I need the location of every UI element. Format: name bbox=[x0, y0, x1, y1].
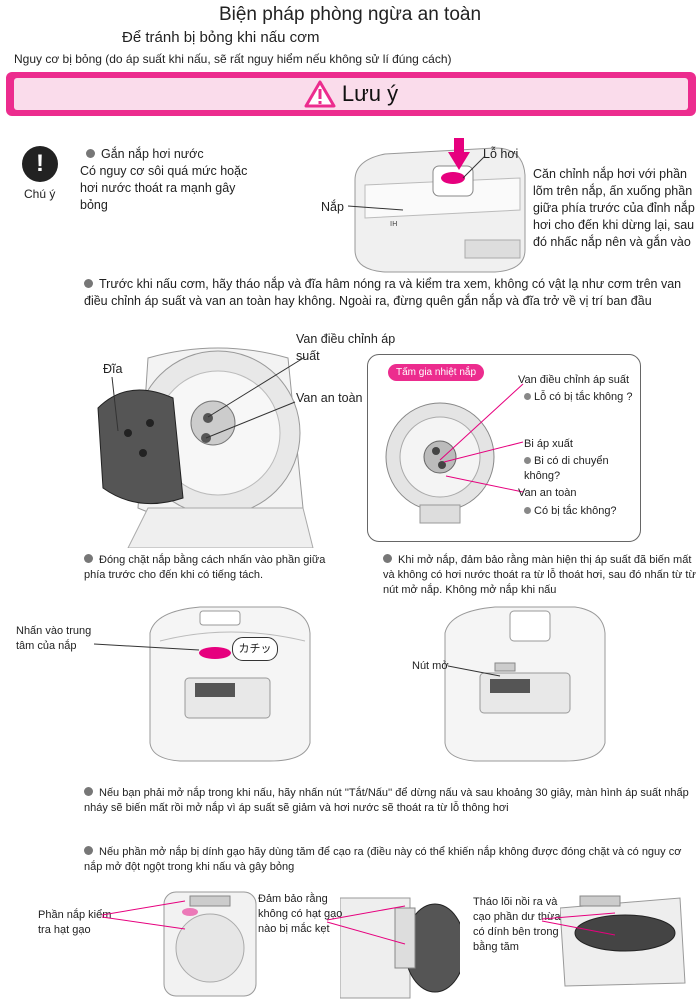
panel-item1-title: Van điều chỉnh áp suất bbox=[518, 374, 630, 386]
banner-label: Lưu ý bbox=[341, 81, 399, 106]
section3-right-text: Khi mở nắp, đảm bảo rằng màn hiện thị áp… bbox=[383, 554, 696, 596]
bullet-icon bbox=[84, 554, 93, 563]
panel-item2-title: Bi áp xuất bbox=[524, 438, 573, 450]
page-subtitle: Để tránh bị bỏng khi nấu cơm bbox=[122, 29, 320, 46]
bullet-icon bbox=[383, 554, 392, 563]
panel-tag: Tấm gia nhiệt nắp bbox=[388, 364, 485, 381]
section1-heading: Gắn nắp hơi nước bbox=[86, 146, 236, 163]
panel-item1-question: Lỗ có bị tắc không ? bbox=[524, 390, 632, 405]
caution-banner: Lưu ý bbox=[6, 72, 696, 116]
lid-heater-panel: Tấm gia nhiệt nắp Van điều chỉnh áp suất… bbox=[367, 354, 641, 542]
section5-body: Nếu phần mở nắp bị dính gạo hãy dùng tăm… bbox=[84, 846, 682, 873]
inner-pot-illustration bbox=[560, 895, 686, 987]
label-lid: Nắp bbox=[321, 200, 344, 214]
cooker-close-illustration bbox=[149, 606, 311, 762]
pressure-valve-pointer-line bbox=[207, 356, 306, 418]
panel-item3-title: Van an toàn bbox=[518, 487, 577, 499]
ensure-pointer-lines bbox=[326, 905, 406, 945]
label-safety-valve: Van an toàn bbox=[296, 391, 363, 405]
section2-body: Trước khi nấu cơm, hãy tháo nắp và đĩa h… bbox=[84, 277, 682, 308]
lid-check-illustration bbox=[163, 891, 257, 997]
rice-cooker-lid-illustration: IH bbox=[354, 147, 526, 273]
bullet-icon bbox=[84, 787, 93, 796]
remove-pointer-lines bbox=[541, 912, 616, 936]
lid-pointer-line bbox=[348, 205, 404, 211]
press-pointer-line bbox=[94, 643, 200, 651]
panel-item2-question: Bi có di chuyển không? bbox=[524, 455, 609, 482]
label-open-button: Nút mở bbox=[412, 660, 449, 672]
risk-line: Nguy cơ bị bỏng (do áp suất khi nấu, sẽ … bbox=[14, 52, 452, 66]
lid-gap-illustration bbox=[340, 897, 460, 999]
bullet-icon bbox=[86, 149, 95, 158]
label-remove-pot: Tháo lõi nồi ra và cạo phần dư thừa có d… bbox=[473, 896, 561, 953]
exclamation-icon: ! bbox=[22, 146, 58, 182]
page-title: Biện pháp phòng ngừa an toàn bbox=[218, 4, 482, 25]
click-sound-bubble: カチッ bbox=[232, 637, 278, 661]
panel-item3-question: Có bị tắc không? bbox=[524, 504, 617, 519]
open-button-pointer-line bbox=[448, 665, 501, 677]
label-vent: Lỗ hơi bbox=[483, 147, 519, 161]
label-disc: Đĩa bbox=[103, 362, 123, 376]
cooker-open-button-illustration bbox=[444, 606, 606, 762]
bullet-icon bbox=[84, 279, 93, 288]
safety-valve-pointer-line bbox=[205, 401, 296, 439]
vent-pointer-line bbox=[462, 155, 486, 179]
svg-text:IH: IH bbox=[390, 220, 397, 228]
disc-pointer-line bbox=[111, 376, 119, 432]
panel-pointer-lines bbox=[439, 383, 524, 493]
label-ensure-no-grain: Đảm bảo rằng không có hạt gạo nào bị mắc… bbox=[258, 893, 343, 935]
label-pressure-valve: Van điều chỉnh áp suất bbox=[296, 332, 396, 363]
caution-label: Chú ý bbox=[24, 187, 56, 201]
section4-body: Nếu bạn phải mở nắp trong khi nấu, hãy n… bbox=[84, 787, 689, 814]
bullet-icon bbox=[84, 846, 93, 855]
section3-left-text: Đóng chặt nắp bằng cách nhấn vào phần gi… bbox=[84, 554, 326, 581]
label-press-center: Nhấn vào trung tâm của nắp bbox=[16, 625, 92, 652]
press-arrow-icon bbox=[448, 138, 470, 170]
label-check-grain: Phần nắp kiểm tra hạt gạo bbox=[38, 909, 112, 936]
warning-triangle-icon bbox=[304, 80, 336, 108]
check-pointer-lines bbox=[101, 900, 186, 930]
section1-instruction: Căn chỉnh nắp hơi với phần lõm trên nắp,… bbox=[533, 167, 695, 249]
section1-body: Có nguy cơ sôi quá mức hoặc hơi nước tho… bbox=[80, 164, 248, 212]
lid-heater-plate-illustration bbox=[385, 402, 495, 524]
